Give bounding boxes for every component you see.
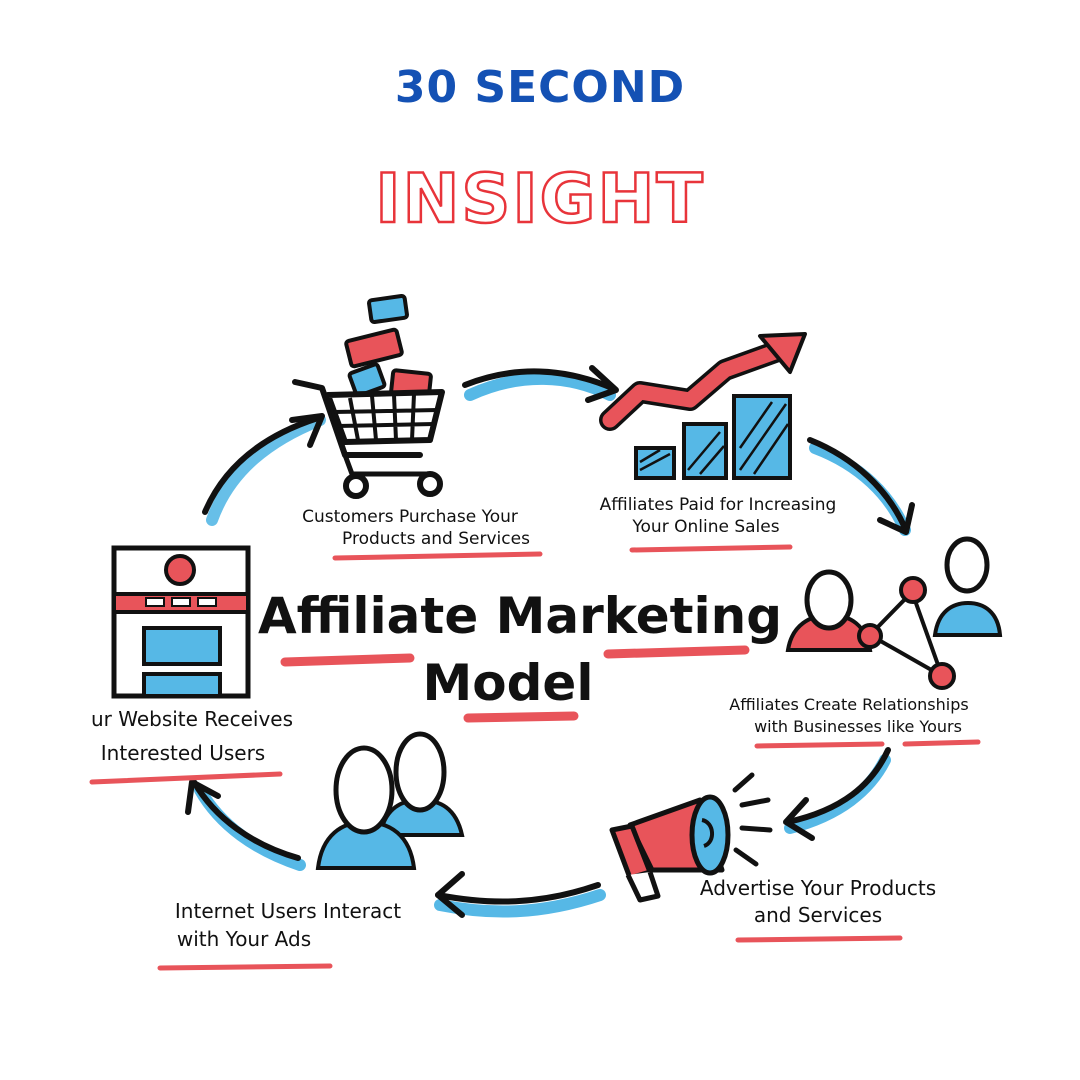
step-advertise: Advertise Your Products and Services [700,876,936,943]
step-1-line-2: Products and Services [342,529,530,549]
network-people-icon [785,536,1003,690]
header-insight: INSIGHT [374,159,705,241]
step-4-line-2: and Services [754,903,882,927]
step-affiliates-paid: Affiliates Paid for Increasing Your Onli… [600,495,837,553]
step-5-line-1: Internet Users Interact [175,899,401,923]
growth-chart-icon [599,332,807,480]
arrow-sales-to-relationships [807,437,915,536]
step-2-line-1: Affiliates Paid for Increasing [600,495,837,515]
step-internet-users: Internet Users Interact with Your Ads [157,899,401,971]
step-5-line-2: with Your Ads [177,927,311,951]
step-3-line-1: Affiliates Create Relationships [729,695,968,714]
step-1-line-1: Customers Purchase Your [302,507,518,527]
title-line-2: Model [423,654,594,712]
diagram-title: Affiliate Marketing Model [258,587,782,723]
step-2-line-2: Your Online Sales [631,517,779,537]
arrow-users-to-website [185,779,306,871]
step-website-receives: ur Website Receives Interested Users [89,707,293,785]
arrow-advertise-to-users [434,871,606,918]
step-customers-purchase: Customers Purchase Your Products and Ser… [302,507,543,561]
arrow-relationships-to-advertise [783,747,891,841]
title-line-1: Affiliate Marketing [258,587,782,645]
step-affiliates-relationships: Affiliates Create Relationships with Bus… [729,695,981,749]
internet-users-icon [315,731,465,870]
website-icon [111,545,251,699]
step-6-line-1: ur Website Receives [91,707,293,731]
step-6-line-2: Interested Users [101,741,265,765]
step-3-line-2: with Businesses like Yours [754,717,962,736]
arrow-website-to-cart [202,413,326,526]
arrow-cart-to-sales [462,365,619,403]
megaphone-icon [609,772,773,903]
header-30-second: 30 SECOND [394,62,686,113]
shopping-cart-icon [292,293,445,499]
step-4-line-1: Advertise Your Products [700,876,936,900]
